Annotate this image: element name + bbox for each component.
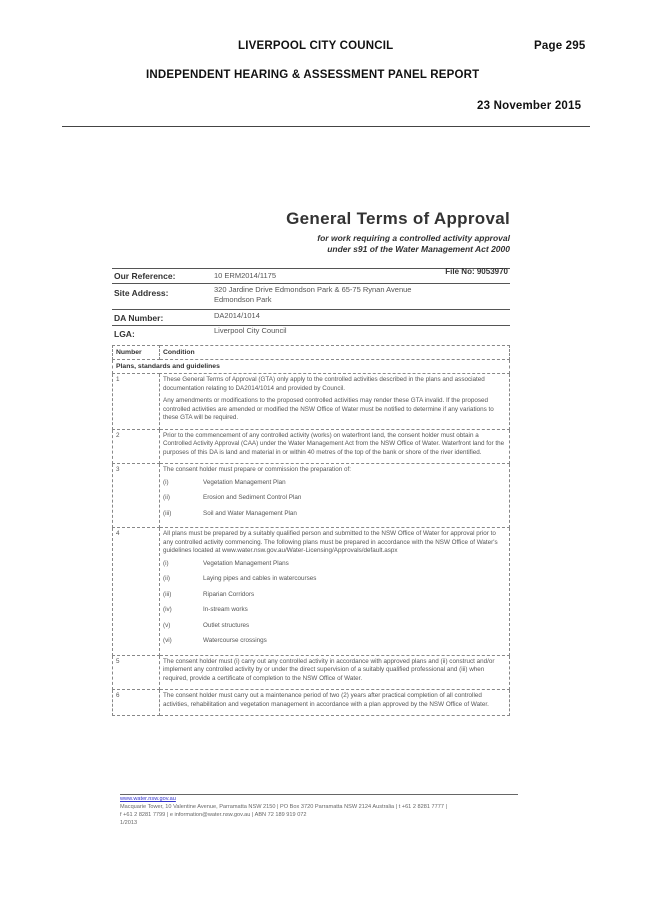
site-address-line-1: 320 Jardine Drive Edmondson Park & 65-75… xyxy=(214,285,412,294)
condition-text: These General Terms of Approval (GTA) on… xyxy=(159,373,510,430)
gta-subtitle-1: for work requiring a controlled activity… xyxy=(317,233,510,243)
list-text: Riparian Corridors xyxy=(203,590,255,598)
list-roman: (i) xyxy=(163,559,169,567)
header-divider xyxy=(62,126,590,127)
list-item: (ii) Laying pipes and cables in watercour… xyxy=(163,575,506,584)
list-roman: (ii) xyxy=(163,494,170,502)
paragraph: Any amendments or modifications to the p… xyxy=(163,397,494,422)
report-date: 23 November 2015 xyxy=(477,100,582,112)
da-number-label: DA Number: xyxy=(114,313,164,323)
page-number: Page 295 xyxy=(534,40,586,52)
meta-rule xyxy=(112,309,510,310)
condition-text: The consent holder must carry out a main… xyxy=(159,689,510,717)
table-row: 4 All plans must be prepared by a suitab… xyxy=(112,527,510,656)
list-text: Outlet structures xyxy=(203,621,250,629)
table-row: 1 These General Terms of Approval (GTA) … xyxy=(112,373,510,430)
meta-rule xyxy=(112,283,510,284)
list-roman: (iv) xyxy=(163,606,172,614)
gta-subtitle-2: under s91 of the Water Management Act 20… xyxy=(327,244,510,254)
list-item: (ii) Erosion and Sediment Control Plan xyxy=(163,494,506,503)
report-title: INDEPENDENT HEARING & ASSESSMENT PANEL R… xyxy=(146,69,480,81)
table-row: 2 Prior to the commencement of any contr… xyxy=(112,428,510,465)
list-roman: (iii) xyxy=(163,590,172,598)
table-row: 5 The consent holder must (i) carry out … xyxy=(112,654,510,691)
list-text: Vegetation Management Plans xyxy=(203,559,289,567)
paragraph: The consent holder must carry out a main… xyxy=(163,692,489,708)
section-heading: Plans, standards and guidelines xyxy=(112,359,510,375)
council-name: LIVERPOOL CITY COUNCIL xyxy=(238,40,394,52)
table-row: 6 The consent holder must carry out a ma… xyxy=(112,689,510,717)
da-number-value: DA2014/1014 xyxy=(214,311,260,320)
list-roman: (v) xyxy=(163,621,171,629)
list-text: Soil and Water Management Plan xyxy=(203,509,297,517)
list-roman: (ii) xyxy=(163,575,170,583)
file-number: File No: 9053970 xyxy=(445,267,508,276)
list-roman: (i) xyxy=(163,478,169,486)
condition-number: 2 xyxy=(112,428,160,465)
gta-title: General Terms of Approval xyxy=(286,209,510,228)
paragraph: These General Terms of Approval (GTA) on… xyxy=(163,376,485,392)
list-item: (iv) In-stream works xyxy=(163,606,506,615)
condition-number: 1 xyxy=(112,373,160,430)
list-item: (vi) Watercourse crossings xyxy=(163,637,506,646)
list-text: In-stream works xyxy=(203,606,248,614)
condition-number: 4 xyxy=(112,527,160,656)
meta-rule xyxy=(112,325,510,326)
section-row: Plans, standards and guidelines xyxy=(112,359,510,375)
our-reference-value: 10 ERM2014/1175 xyxy=(214,271,276,280)
footer-rule xyxy=(120,794,518,795)
list-text: Erosion and Sediment Control Plan xyxy=(203,494,302,502)
list-item: (iii) Riparian Corridors xyxy=(163,591,506,600)
list-text: Vegetation Management Plan xyxy=(203,478,286,486)
meta-top-rule xyxy=(112,268,510,269)
condition-text: All plans must be prepared by a suitably… xyxy=(159,527,510,656)
our-reference-label: Our Reference: xyxy=(114,271,176,281)
col-condition-header: Condition xyxy=(159,344,510,361)
table-header-row: Number Condition xyxy=(112,344,510,361)
condition-text: The consent holder must (i) carry out an… xyxy=(159,654,510,691)
paragraph: Prior to the commencement of any control… xyxy=(163,431,505,456)
conditions-table: Number Condition Plans, standards and gu… xyxy=(112,344,510,717)
site-address-label: Site Address: xyxy=(114,288,169,298)
footer-website-link[interactable]: www.water.nsw.gov.au xyxy=(120,796,176,802)
footer-address: Macquarie Tower, 10 Valentine Avenue, Pa… xyxy=(120,804,447,811)
list-item: (i) Vegetation Management Plan xyxy=(163,479,506,488)
paragraph: All plans must be prepared by a suitably… xyxy=(163,530,498,555)
condition-text: The consent holder must prepare or commi… xyxy=(159,463,510,529)
lga-value: Liverpool City Council xyxy=(214,326,287,335)
list-text: Laying pipes and cables in watercourses xyxy=(203,575,317,583)
site-address-line-2: Edmondson Park xyxy=(214,295,272,304)
letterhead-footer: www.water.nsw.gov.au Macquarie Tower, 10… xyxy=(120,795,447,827)
scanned-gta-document: General Terms of Approval for work requi… xyxy=(112,205,516,842)
list-item: (v) Outlet structures xyxy=(163,622,506,631)
list-item: (iii) Soil and Water Management Plan xyxy=(163,510,506,519)
footer-contact: f +61 2 8281 7799 | e information@water.… xyxy=(120,812,307,819)
footer-version: 1/2013 xyxy=(120,820,138,827)
paragraph: The consent holder must (i) carry out an… xyxy=(163,657,495,682)
condition-number: 3 xyxy=(112,463,160,529)
list-roman: (iii) xyxy=(163,509,172,517)
list-roman: (vi) xyxy=(163,637,172,645)
list-text: Watercourse crossings xyxy=(203,637,267,645)
condition-number: 6 xyxy=(112,689,160,717)
lga-label: LGA: xyxy=(114,329,135,339)
col-number-header: Number xyxy=(112,344,160,361)
table-row: 3 The consent holder must prepare or com… xyxy=(112,463,510,529)
paragraph: The consent holder must prepare or commi… xyxy=(163,466,351,474)
condition-text: Prior to the commencement of any control… xyxy=(159,428,510,465)
condition-number: 5 xyxy=(112,654,160,691)
list-item: (i) Vegetation Management Plans xyxy=(163,560,506,569)
